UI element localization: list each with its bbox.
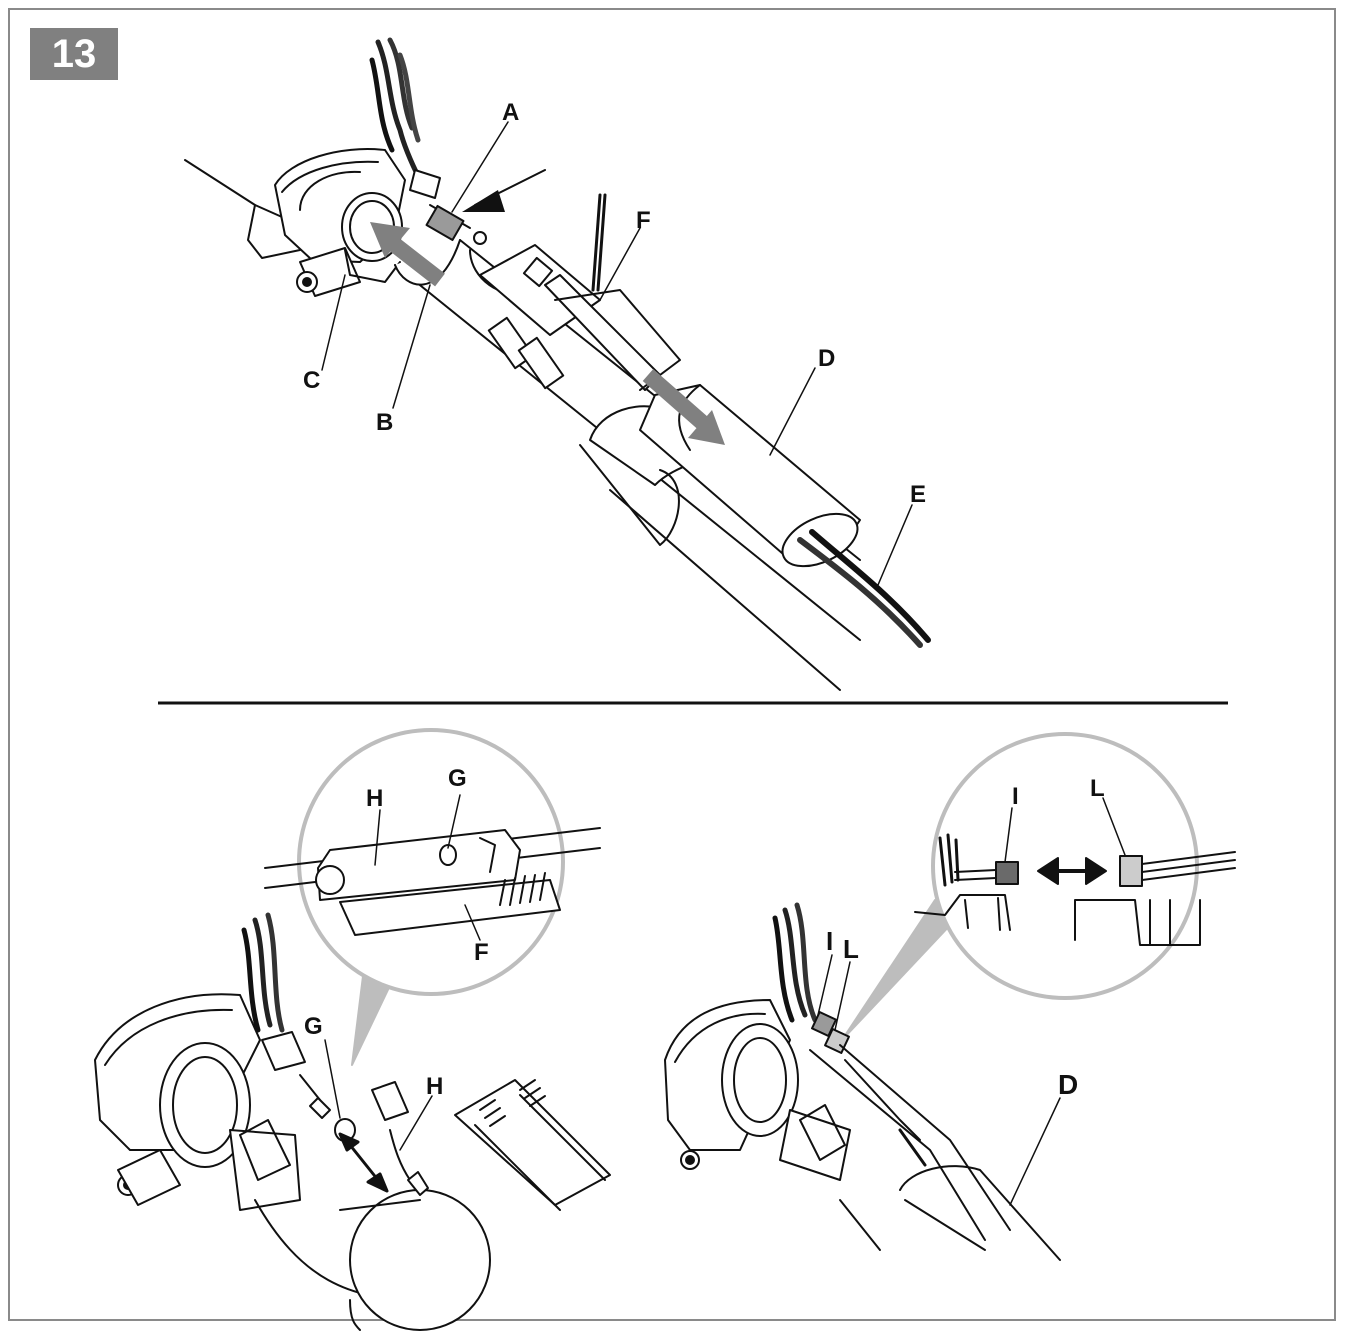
zoom-label-l: L: [1090, 775, 1105, 802]
label-a: A: [502, 99, 519, 126]
handle-housing-right: [664, 999, 881, 1251]
label-g: G: [304, 1013, 323, 1040]
bottom-left-leaders: [324, 794, 481, 1151]
figure-frame: [8, 8, 1336, 1321]
double-arrow-icon: [338, 1132, 389, 1193]
push-arrow-icon: [370, 222, 445, 287]
cable-e: [797, 529, 931, 648]
bottom-left-panel: [94, 728, 611, 1331]
zoom-label-g: G: [448, 765, 467, 792]
step-number-badge: 13: [30, 28, 118, 80]
label-l: L: [843, 934, 859, 964]
label-i: I: [826, 926, 833, 956]
insert-arrow-icon: [462, 169, 546, 212]
zoom-pointer-right: [841, 899, 956, 1041]
cable-bundle-left: [241, 912, 285, 1033]
handle-housing-left: [94, 993, 491, 1331]
label-d-top: D: [818, 345, 835, 372]
upper-cable-bundle: [369, 37, 423, 183]
zoom-label-i: I: [1012, 783, 1019, 810]
connector-i-l: [809, 1011, 1011, 1241]
zoom-label-f: F: [474, 939, 489, 966]
bottom-right-leaders: [817, 797, 1126, 1206]
label-e: E: [910, 481, 926, 508]
bottom-right-panel: [664, 732, 1236, 1261]
cover-d-right: [899, 1165, 1061, 1261]
terminal-pieces: [454, 1079, 611, 1211]
label-f-top: F: [636, 207, 651, 234]
zoom-label-h: H: [366, 785, 383, 812]
handle-housing: [184, 148, 406, 297]
zoom-detail-right: [914, 833, 1236, 946]
connect-double-arrow-icon: [1037, 857, 1107, 885]
cable-bundle-right: [772, 902, 818, 1023]
label-b: B: [376, 409, 393, 436]
zoom-circle-right: [931, 732, 1199, 1000]
top-panel: [184, 37, 931, 691]
label-h: H: [426, 1073, 443, 1100]
cable-connector-top: [409, 169, 487, 245]
slide-arrow-icon: [642, 368, 725, 445]
label-d-bottom: D: [1058, 1069, 1078, 1100]
label-c: C: [303, 367, 320, 394]
top-leader-lines: [321, 121, 913, 586]
part-f: [522, 193, 681, 391]
